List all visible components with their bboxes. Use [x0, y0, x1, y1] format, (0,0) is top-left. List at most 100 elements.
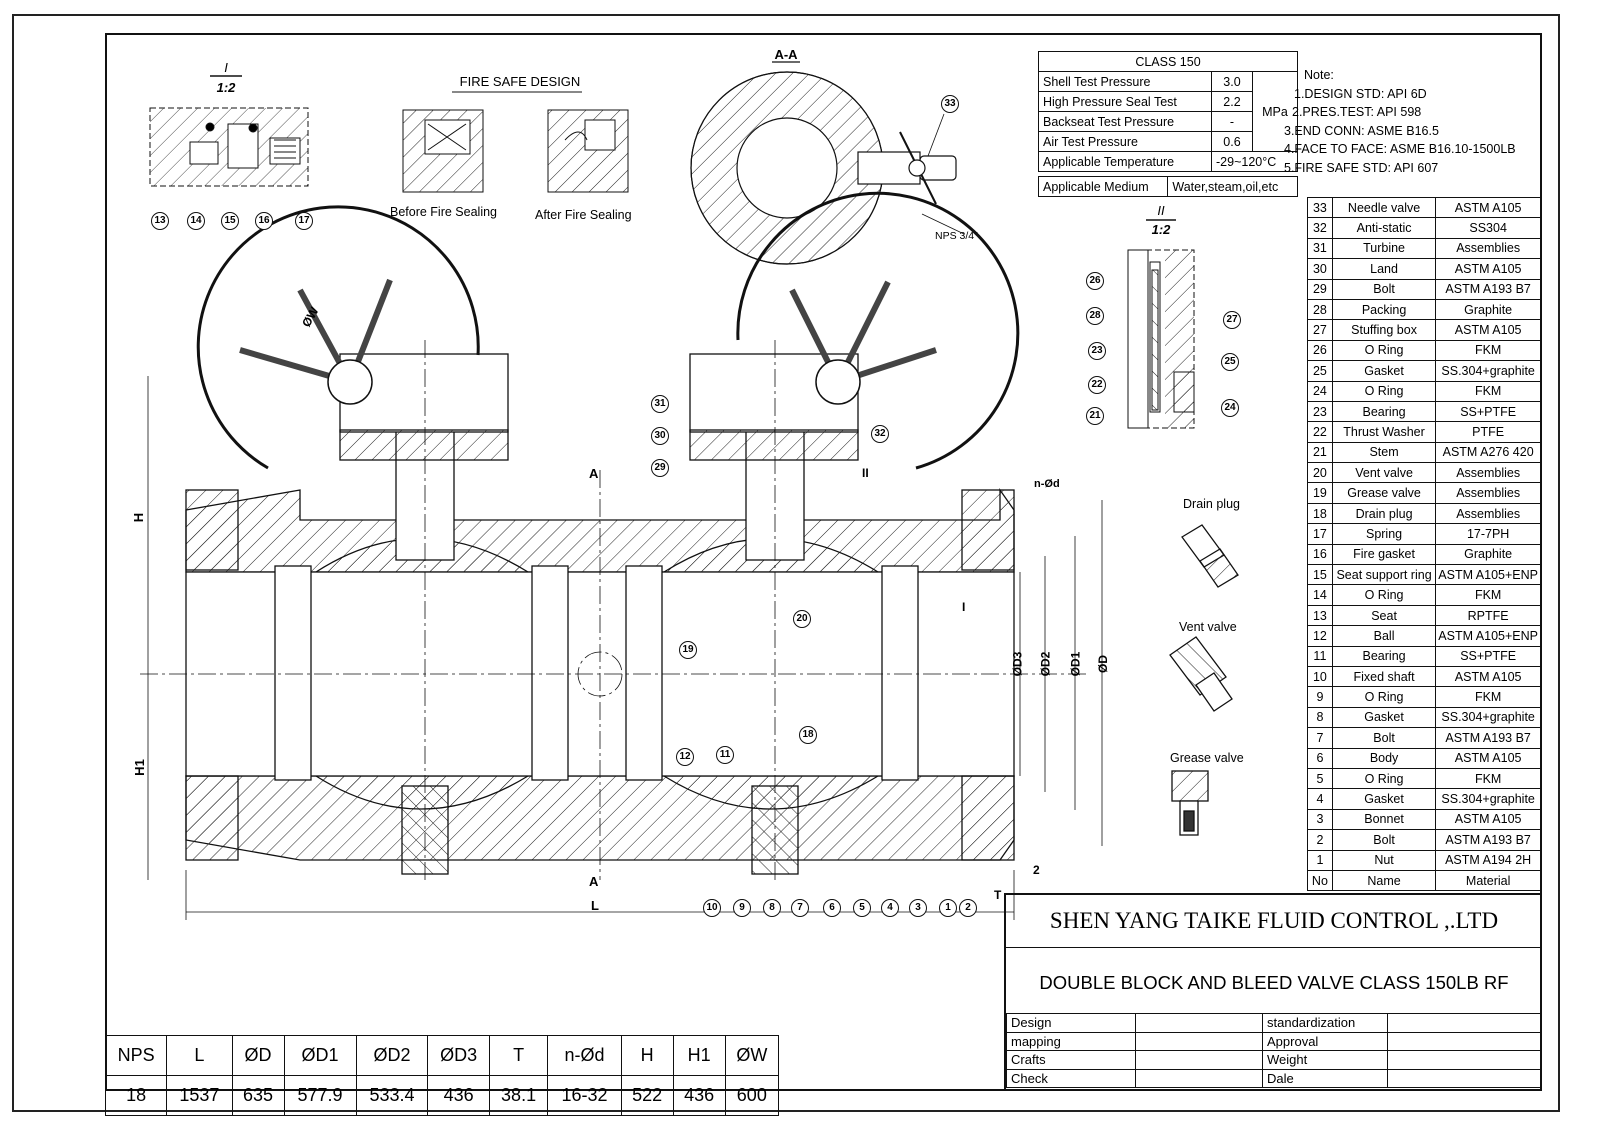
parts-no-cell: 8 — [1307, 706, 1333, 729]
part-balloon: 3 — [909, 899, 927, 917]
parts-header-material: Material — [1435, 869, 1541, 892]
parts-no-cell: 19 — [1307, 482, 1333, 504]
dim-nd-label: n-Ød — [1034, 478, 1060, 490]
part-balloon: 24 — [1221, 399, 1239, 417]
parts-name-cell: Gasket — [1331, 706, 1437, 729]
parts-name-cell: O Ring — [1331, 380, 1437, 402]
parts-name-cell: Bonnet — [1331, 808, 1437, 831]
company-name: SHEN YANG TAIKE FLUID CONTROL ,.LTD — [1006, 895, 1542, 948]
note-item: 3.END CONN: ASME B16.5 — [1284, 123, 1439, 138]
parts-header-no: No — [1307, 869, 1333, 892]
parts-material-cell: FKM — [1435, 584, 1541, 606]
nps-label: NPS 3/4" — [935, 230, 978, 242]
parts-no-cell: 33 — [1307, 196, 1333, 219]
parts-no-cell: 28 — [1307, 298, 1333, 321]
parts-material-cell: ASTM A105 — [1435, 196, 1541, 219]
part-balloon: 19 — [679, 641, 697, 659]
parts-material-cell: SS.304+graphite — [1435, 706, 1541, 729]
dimension-value-cell: 577.9 — [283, 1075, 357, 1116]
parts-material-cell: 17-7PH — [1435, 523, 1541, 545]
dimension-value-cell: 436 — [427, 1075, 490, 1116]
pressure-test-table: CLASS 150 Shell Test Pressure 3.0 MPa Hi… — [1038, 51, 1298, 172]
parts-no-cell: 11 — [1307, 645, 1333, 667]
parts-name-cell: Bearing — [1331, 645, 1437, 667]
handwheels — [196, 191, 1020, 470]
section-mark-bottom: A — [589, 874, 599, 889]
parts-material-cell: SS.304+graphite — [1435, 788, 1541, 810]
part-balloon: 33 — [941, 95, 959, 113]
parts-name-cell: Turbine — [1331, 237, 1437, 260]
part-balloon: 14 — [187, 212, 205, 230]
parts-name-cell: Gasket — [1331, 788, 1437, 810]
dimension-header-cell: NPS — [104, 1035, 168, 1076]
parts-material-cell: ASTM A105 — [1435, 808, 1541, 831]
parts-name-cell: Stem — [1331, 441, 1437, 464]
parts-name-cell: Bolt — [1331, 829, 1437, 851]
parts-name-cell: Thrust Washer — [1331, 421, 1437, 443]
part-balloon: 4 — [881, 899, 899, 917]
signoff-label: Crafts — [1006, 1050, 1136, 1070]
medium-table: Applicable Medium Water,steam,oil,etc — [1037, 176, 1298, 197]
parts-no-cell: 10 — [1307, 665, 1333, 688]
part-balloon: 27 — [1223, 311, 1241, 329]
parts-no-cell: 4 — [1307, 788, 1333, 810]
detail-i: I 1:2 — [149, 60, 309, 187]
parts-material-cell: SS304 — [1435, 217, 1541, 239]
dimension-value-cell: 16-32 — [547, 1075, 622, 1116]
parts-no-cell: 16 — [1307, 543, 1333, 566]
parts-material-cell: FKM — [1435, 686, 1541, 708]
parts-no-cell: 7 — [1307, 727, 1333, 749]
dimension-header-cell: T — [488, 1035, 549, 1076]
dimension-header-cell: L — [166, 1035, 233, 1076]
parts-header-name: Name — [1331, 869, 1437, 892]
parts-material-cell: ASTM A105 — [1435, 665, 1541, 688]
part-balloon: 20 — [793, 610, 811, 628]
part-balloon: 16 — [255, 212, 273, 230]
dimension-header-cell: n-Ød — [547, 1035, 622, 1076]
pressure-label: Backseat Test Pressure — [1038, 111, 1212, 132]
drawing-title: DOUBLE BLOCK AND BLEED VALVE CLASS 150LB… — [1006, 947, 1542, 1014]
parts-name-cell: Seat — [1331, 604, 1437, 627]
part-balloon: 28 — [1086, 307, 1104, 325]
medium-label: Applicable Medium — [1037, 176, 1169, 197]
signoff-label: Approval — [1262, 1031, 1388, 1051]
dim-d2-label: ØD2 — [1038, 651, 1053, 677]
detail-ii: II 1:2 — [1127, 203, 1195, 429]
parts-name-cell: Gasket — [1331, 360, 1437, 382]
detail-ii-marker: II — [862, 466, 869, 480]
note-item: 2.PRES.TEST: API 598 — [1292, 105, 1422, 119]
part-balloon: 21 — [1086, 407, 1104, 425]
part-balloon: 22 — [1088, 376, 1106, 394]
pressure-label: Shell Test Pressure — [1038, 71, 1212, 92]
parts-name-cell: O Ring — [1331, 686, 1437, 708]
part-balloon: 13 — [151, 212, 169, 230]
detail-ii-title: II — [1157, 203, 1165, 218]
parts-no-cell: 5 — [1307, 767, 1333, 790]
parts-no-cell: 26 — [1307, 339, 1333, 362]
parts-name-cell: Drain plug — [1331, 502, 1437, 525]
parts-no-cell: 17 — [1307, 523, 1333, 545]
part-balloon: 8 — [763, 899, 781, 917]
pressure-label: Air Test Pressure — [1038, 131, 1212, 152]
parts-material-cell: ASTM A105+ENP — [1435, 564, 1541, 586]
parts-name-cell: O Ring — [1331, 584, 1437, 606]
parts-no-cell: 27 — [1307, 319, 1333, 341]
part-balloon: 12 — [676, 748, 694, 766]
parts-name-cell: O Ring — [1331, 767, 1437, 790]
part-balloon: 2 — [959, 899, 977, 917]
parts-no-cell: 1 — [1307, 849, 1333, 871]
temperature-row: Applicable Temperature -29~120°C — [1038, 151, 1298, 172]
parts-no-cell: 22 — [1307, 421, 1333, 443]
dimension-header-cell: ØD — [231, 1035, 285, 1076]
parts-material-cell: ASTM A193 B7 — [1435, 278, 1541, 300]
